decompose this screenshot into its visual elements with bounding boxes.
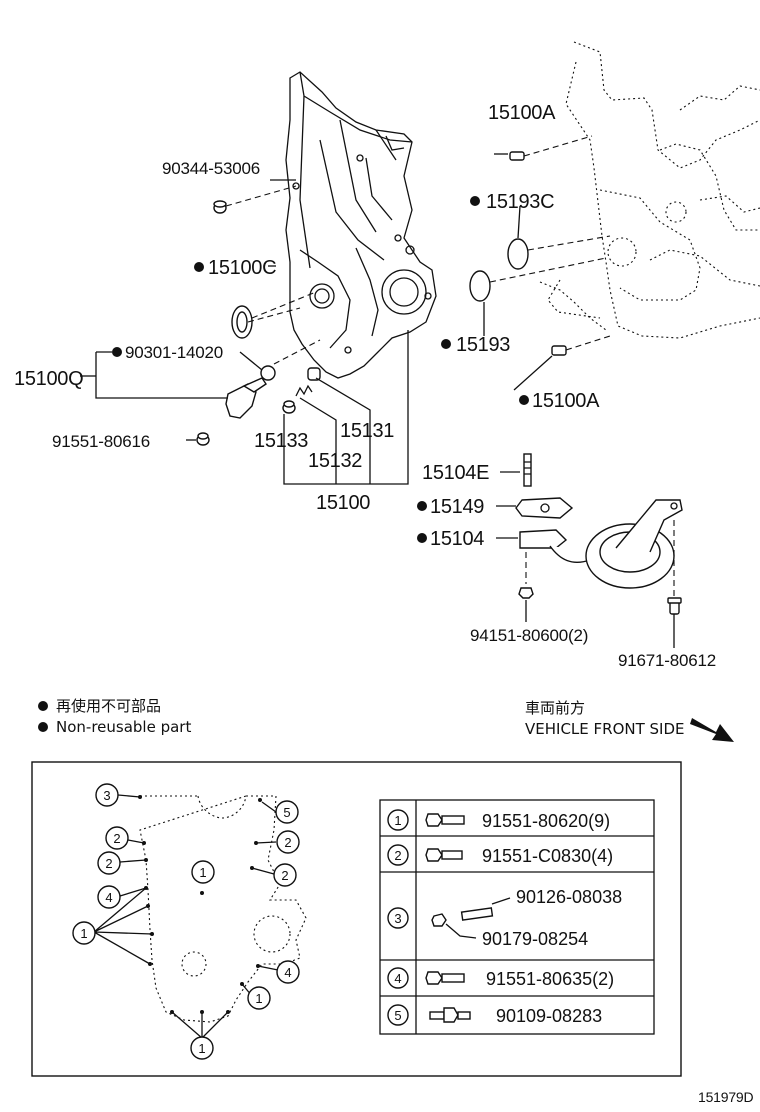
part-15193-oring (469, 270, 491, 302)
row-key: 2 (394, 848, 401, 863)
bolt-icon (425, 813, 465, 827)
table-row: 3 90126-08038 90179-08254 (387, 887, 622, 949)
label-15100A-bottom: 15100A (532, 390, 600, 412)
vehicle-front-arrow (690, 718, 734, 742)
part-15100A-bottom-pin (551, 345, 567, 356)
part-15100Q-valve (225, 377, 267, 419)
part-number: 90179-08254 (482, 929, 588, 949)
row-key: 4 (394, 971, 401, 986)
part-number: 91551-80620(9) (482, 811, 610, 831)
part-15131-valve (307, 367, 321, 381)
callout-4: 4 (105, 890, 112, 905)
callout-circles: 3 5 2 2 4 1 2 2 1 4 1 1 (72, 783, 300, 1060)
part-15132-spring (295, 384, 313, 397)
callout-1: 1 (199, 865, 206, 880)
non-reusable-dot (417, 501, 427, 511)
label-91551-80616: 91551-80616 (52, 432, 150, 451)
non-reusable-dot (38, 701, 48, 711)
non-reusable-dot (417, 533, 427, 543)
part-15149-gasket (515, 497, 574, 519)
part-90344-plug (213, 200, 227, 214)
nut-icon (431, 913, 447, 927)
label-15100C: 15100C (208, 257, 276, 279)
part-15100C-seal (231, 305, 253, 339)
label-90301-14020: 90301-14020 (125, 343, 223, 362)
part-15104E-stud (523, 453, 532, 487)
bolt-icon (425, 848, 463, 862)
non-reusable-dot (441, 339, 451, 349)
legend-english: Non-reusable part (56, 718, 191, 736)
label-15104: 15104 (430, 528, 484, 550)
part-number: 90109-08283 (496, 1006, 602, 1026)
callout-1: 1 (255, 991, 262, 1006)
non-reusable-dot (519, 395, 529, 405)
callout-2: 2 (105, 856, 112, 871)
direction-english: VEHICLE FRONT SIDE (525, 720, 685, 738)
label-15131: 15131 (340, 420, 394, 442)
label-15100A-top: 15100A (488, 102, 556, 124)
part-number: 91551-C0830(4) (482, 846, 613, 866)
table-row: 4 91551-80635(2) (387, 967, 614, 989)
timing-cover-illustration (285, 71, 437, 379)
part-number: 90126-08038 (516, 887, 622, 907)
part-15104-strainer (519, 499, 683, 589)
table-row: 1 91551-80620(9) (387, 809, 610, 831)
table-row: 2 91551-C0830(4) (387, 844, 613, 866)
callout-4: 4 (284, 965, 291, 980)
row-key: 3 (394, 911, 401, 926)
legend-japanese: 再使用不可部品 (56, 697, 161, 715)
leader-lines (80, 153, 675, 648)
label-15193: 15193 (456, 334, 510, 356)
row-key: 5 (394, 1008, 401, 1023)
part-number: 91551-80635(2) (486, 969, 614, 989)
non-reusable-dot (470, 196, 480, 206)
diagram-id: 151979D (698, 1089, 754, 1105)
row-key: 1 (394, 813, 401, 828)
part-15133-plug (282, 400, 296, 414)
callout-5: 5 (283, 805, 290, 820)
part-15100A-top-pin (509, 151, 525, 161)
part-91671-bolt (667, 597, 682, 615)
callout-2: 2 (281, 868, 288, 883)
label-15132: 15132 (308, 450, 362, 472)
bolt-layout-box (31, 761, 682, 1077)
label-15100Q: 15100Q (14, 368, 83, 390)
label-15133: 15133 (254, 430, 308, 452)
callout-1: 1 (80, 926, 87, 941)
label-90344-53006: 90344-53006 (162, 159, 260, 178)
label-15104E: 15104E (422, 462, 489, 484)
vehicle-direction: 車両前方 VEHICLE FRONT SIDE (525, 699, 734, 742)
label-94151-80600: 94151-80600(2) (470, 626, 588, 645)
stud-icon (460, 907, 494, 921)
non-reusable-dot (194, 262, 204, 272)
callout-1: 1 (198, 1041, 205, 1056)
bolt-table: 1 91551-80620(9) 2 91551-C0830(4) 3 (379, 799, 655, 1035)
assembly-lines (225, 135, 675, 596)
engine-block-illustration (539, 41, 760, 339)
part-90301-oring (260, 365, 276, 381)
part-91551-80616-bolt (196, 432, 210, 446)
direction-japanese: 車両前方 (525, 699, 585, 717)
non-reusable-dot (38, 722, 48, 732)
label-15100: 15100 (316, 492, 370, 514)
non-reusable-dot (112, 347, 122, 357)
callout-2: 2 (113, 831, 120, 846)
label-15193C: 15193C (486, 191, 554, 213)
label-91671-80612: 91671-80612 (618, 651, 716, 670)
label-15149: 15149 (430, 496, 484, 518)
callout-2: 2 (284, 835, 291, 850)
part-15193C-oring (507, 238, 529, 270)
table-row: 5 90109-08283 (387, 1004, 602, 1026)
stud-bolt-icon (429, 1007, 471, 1023)
bolt-icon (425, 971, 465, 985)
callout-3: 3 (103, 788, 110, 803)
legend: 再使用不可部品 Non-reusable part (38, 697, 191, 736)
part-94151-nut (518, 587, 534, 599)
